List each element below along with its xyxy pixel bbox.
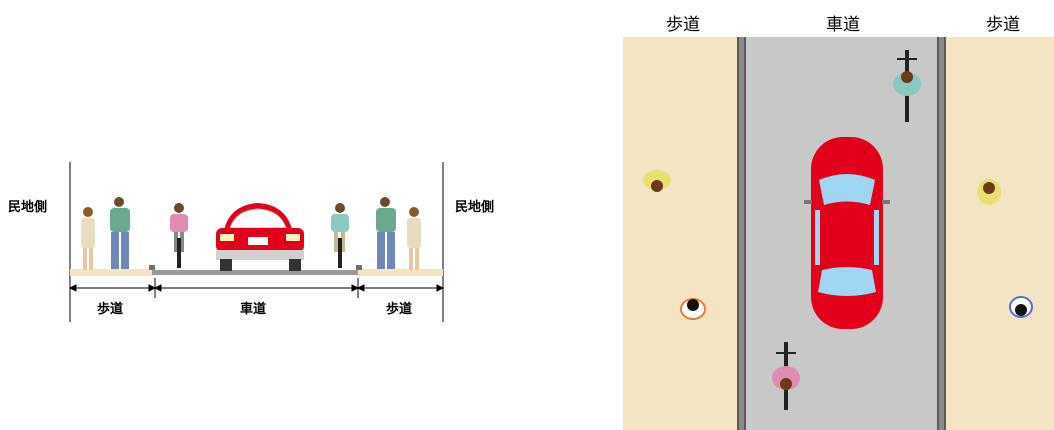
pedestrian-top-view-left-lower: [680, 298, 706, 320]
cyclist-top-view-upper: [893, 50, 921, 122]
cross-section-drawing: [68, 162, 445, 322]
cyclist-top-view-lower: [772, 342, 800, 410]
left-sidewalk-area: [623, 37, 737, 430]
pedestrian-top-view-right-lower: [1009, 296, 1033, 318]
cyclist-right-front: [331, 203, 349, 268]
right-sidewalk-area: [946, 37, 1054, 430]
car-front-view: [216, 203, 304, 271]
left-curb: [149, 265, 155, 270]
right-sidewalk-label: 歩道: [386, 302, 413, 317]
roadway-ground: [152, 270, 358, 275]
pedestrian-man-right: [376, 197, 396, 269]
car-top-view: [804, 137, 890, 329]
plan-right-sidewalk-label: 歩道: [986, 15, 1020, 35]
left-sidewalk-ground: [70, 269, 152, 276]
pedestrian-top-view-left-upper: [643, 170, 671, 192]
pedestrian-top-view-right-upper: [977, 179, 1001, 205]
cyclist-left-front: [170, 203, 188, 268]
right-sidewalk-ground: [358, 269, 443, 276]
pedestrian-woman-left: [81, 207, 95, 270]
roadway-label: 車道: [240, 302, 267, 317]
plan-roadway-label: 車道: [826, 15, 860, 35]
pedestrian-man-left: [110, 197, 130, 269]
left-sidewalk-label: 歩道: [97, 302, 124, 317]
right-side-label: 民地側: [455, 200, 495, 215]
left-side-label: 民地側: [8, 200, 48, 215]
right-curb: [356, 265, 362, 270]
plan-left-sidewalk-label: 歩道: [666, 15, 700, 35]
dimension-lines: [68, 278, 445, 298]
pedestrian-woman-right: [407, 207, 421, 270]
